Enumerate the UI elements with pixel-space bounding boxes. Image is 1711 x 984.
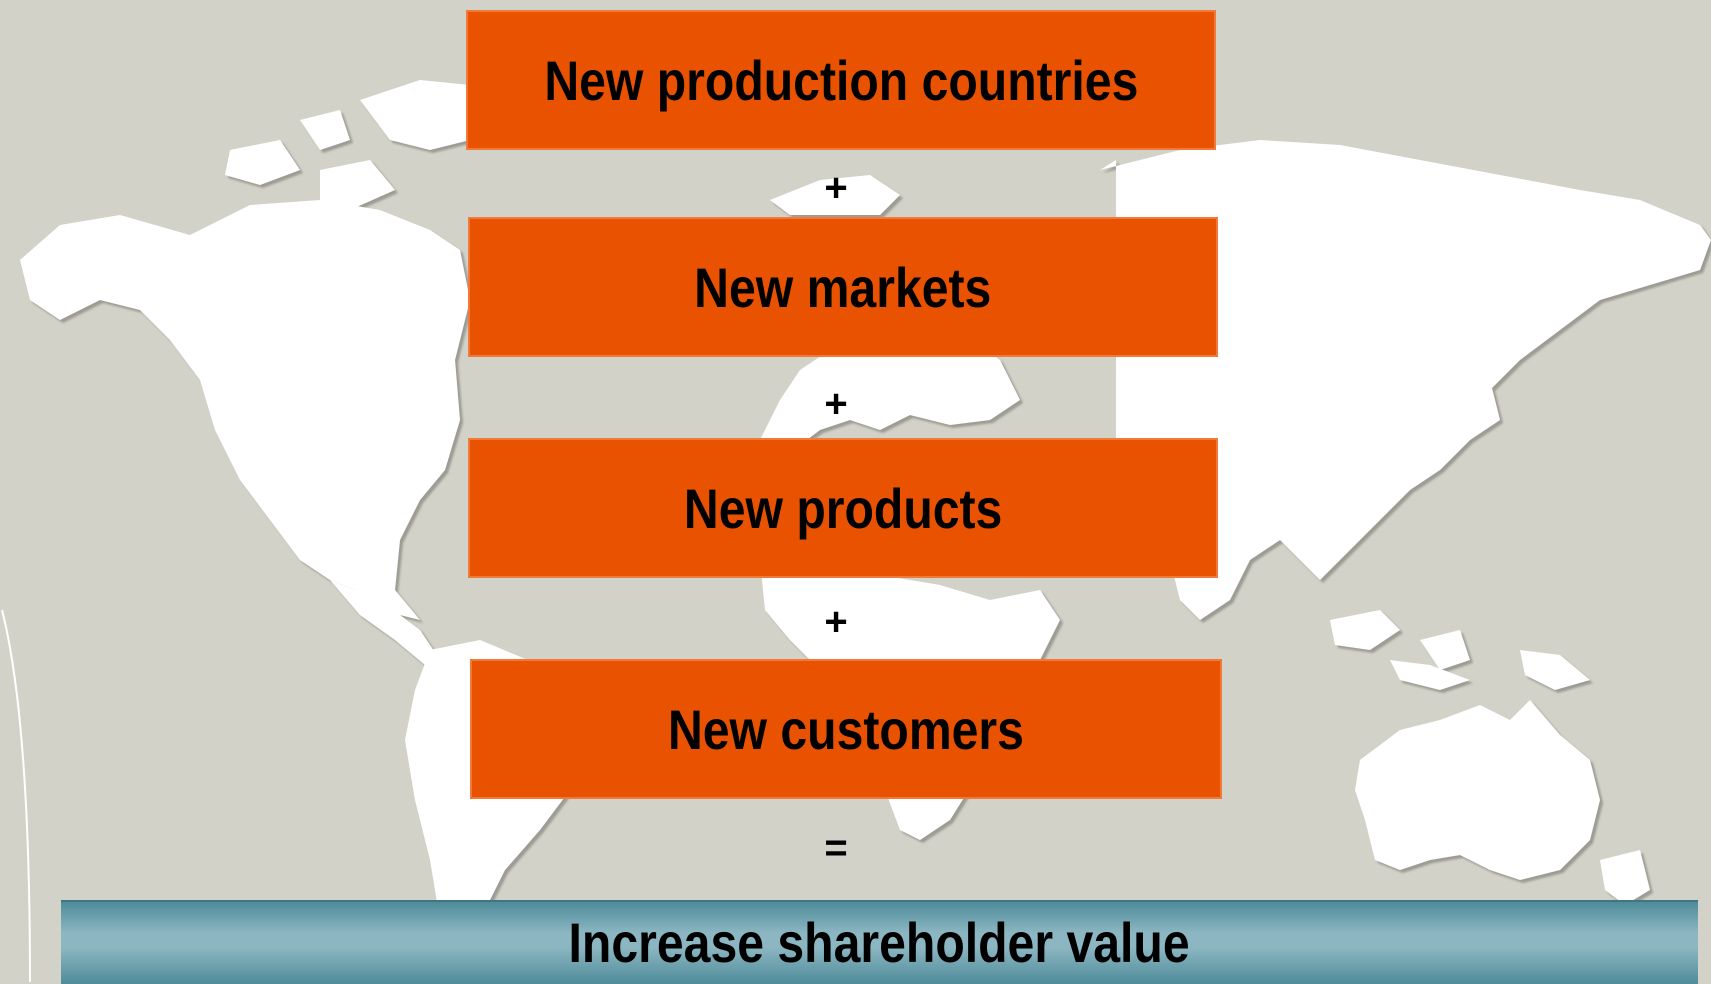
- step-box-customers: New customers: [470, 659, 1222, 799]
- step-box-production-countries: New production countries: [466, 10, 1216, 150]
- southeast-asia-islands-shape: [1330, 610, 1400, 650]
- equals-operator: =: [824, 826, 848, 870]
- plus-operator: +: [824, 166, 848, 210]
- plus-operator: +: [824, 600, 848, 644]
- australia-shape: [1355, 700, 1600, 880]
- result-label: Increase shareholder value: [568, 911, 1191, 974]
- step-box-products: New products: [468, 438, 1218, 578]
- step-box-markets: New markets: [468, 217, 1218, 357]
- step-label: New products: [683, 476, 1003, 540]
- plus-operator: +: [824, 382, 848, 426]
- decorative-arc: [1, 609, 31, 982]
- step-label: New markets: [694, 255, 992, 319]
- result-banner: Increase shareholder value: [61, 900, 1698, 984]
- central-america-shape: [330, 580, 440, 665]
- step-label: New production countries: [543, 48, 1138, 112]
- north-america-shape: [20, 200, 470, 620]
- asia-shape: [1100, 140, 1711, 620]
- step-label: New customers: [668, 697, 1024, 761]
- arctic-islands-shape: [360, 80, 470, 150]
